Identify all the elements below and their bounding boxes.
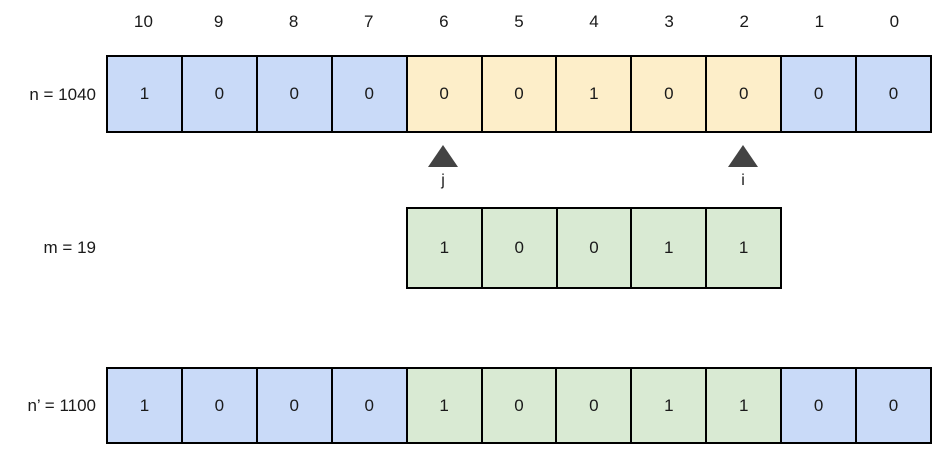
bit-index-label: 0	[889, 12, 900, 31]
bit-cell: 0	[557, 209, 633, 287]
row-label-n: n = 1040	[29, 85, 96, 104]
bit-cell: 0	[482, 57, 558, 131]
bit-cell: 1	[108, 57, 183, 131]
bit-cell: 1	[407, 369, 483, 442]
bit-cell: 0	[332, 57, 408, 131]
bit-cell: 0	[257, 369, 333, 442]
bit-cell: 1	[707, 209, 780, 287]
triangle-up-icon	[428, 145, 458, 167]
bit-cell: 0	[407, 57, 483, 131]
bit-cell: 0	[707, 57, 783, 131]
bit-cell: 0	[257, 57, 333, 131]
pointer-label-j: j	[441, 172, 445, 189]
bit-index-label: 8	[288, 12, 299, 31]
bit-cell: 1	[632, 369, 708, 442]
row-label-m: m = 19	[43, 238, 96, 257]
triangle-up-icon	[728, 145, 758, 167]
bit-cell: 0	[332, 369, 408, 442]
bit-cell: 1	[632, 209, 708, 287]
bit-cell: 0	[632, 57, 708, 131]
pointer-marker-j: j	[413, 145, 473, 189]
bit-cell: 0	[857, 57, 930, 131]
bit-index-label: 2	[739, 12, 750, 31]
pointer-marker-i: i	[713, 145, 773, 189]
bit-cell: 1	[108, 369, 183, 442]
bit-index-label: 7	[364, 12, 374, 31]
bit-cell: 1	[557, 57, 633, 131]
bit-index-label: 9	[213, 12, 224, 31]
bit-index-label: 6	[439, 12, 449, 31]
bit-cell: 0	[782, 369, 858, 442]
bit-index-label: 3	[664, 12, 675, 31]
bit-cell: 0	[782, 57, 858, 131]
bit-index-label: 1	[814, 12, 825, 31]
bit-cell: 0	[857, 369, 930, 442]
bit-cell: 1	[707, 369, 783, 442]
bit-cell: 0	[557, 369, 633, 442]
pointer-label-i: i	[741, 172, 745, 189]
bit-cell: 0	[482, 209, 558, 287]
bit-index-label: 5	[514, 12, 524, 31]
row-label-n-prime: n’ = 1100	[27, 396, 96, 415]
bit-cell: 0	[182, 369, 258, 442]
bit-cell: 0	[482, 369, 558, 442]
bit-index-label: 10	[133, 12, 154, 31]
bit-index-label: 4	[589, 12, 599, 31]
bit-cell: 1	[408, 209, 483, 287]
bit-cell: 0	[182, 57, 258, 131]
